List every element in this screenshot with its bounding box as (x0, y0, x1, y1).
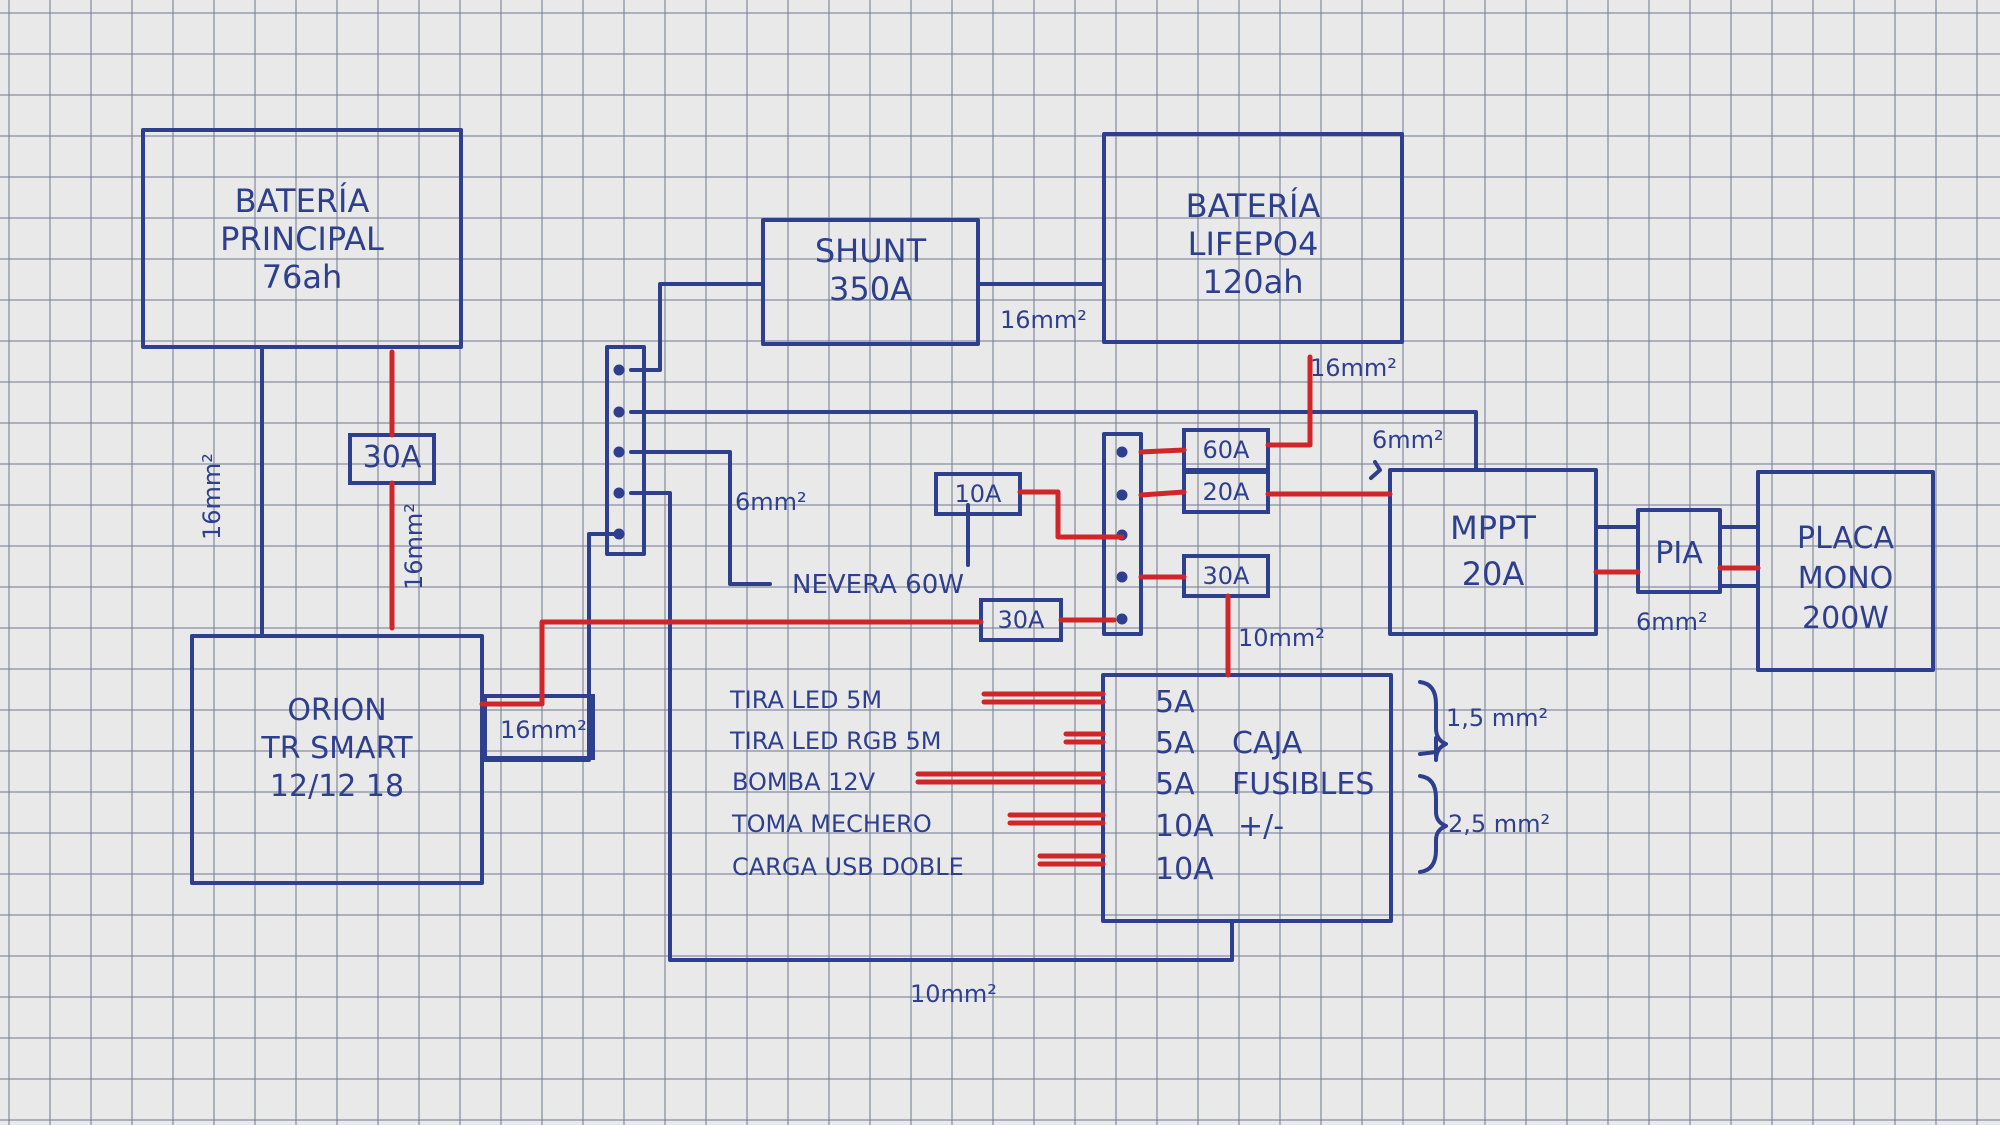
orion-line2: TR SMART (261, 731, 413, 766)
fuse-30a-main-label: 30A (362, 440, 422, 475)
fusebox-fuse-1: 5A (1155, 685, 1195, 720)
bateria-principal-label: BATERÍA PRINCIPAL 76ah (143, 185, 461, 293)
wire-label-1-5: 1,5 mm² (1446, 704, 1549, 732)
fusebox-fuse-4: 10A (1155, 809, 1214, 844)
load-carga-usb: CARGA USB DOBLE (732, 853, 964, 881)
wire-label-10-bottom: 10mm² (910, 980, 997, 1008)
orion-line1: ORION (287, 693, 387, 728)
fuse-30a-right-label: 30A (1202, 562, 1250, 590)
fusebox-caja: CAJA (1232, 726, 1303, 761)
orion-label: ORION TR SMART 12/12 18 (192, 696, 482, 802)
load-toma-mechero: TOMA MECHERO (732, 810, 932, 838)
fusebox-fuse-3: 5A (1155, 767, 1195, 802)
bateria-principal-line1: BATERÍA (234, 182, 370, 220)
shunt-line1: SHUNT (814, 232, 927, 270)
wire-label-16-left: 16mm² (198, 453, 226, 540)
wire-label-2-5: 2,5 mm² (1448, 810, 1551, 838)
wire-label-16-lifepo: 16mm² (1310, 354, 1397, 382)
wire-label-box-orion (483, 694, 595, 760)
fusebox-box (1101, 673, 1393, 923)
placa-box (1756, 470, 1935, 672)
mppt-box (1388, 468, 1598, 636)
bateria-lifepo4-line1: BATERÍA (1185, 187, 1321, 225)
bateria-principal-line3: 76ah (261, 258, 343, 296)
mppt-line2: 20A (1461, 555, 1525, 593)
fusebox-plus-minus: +/- (1238, 809, 1285, 844)
bateria-principal-line2: PRINCIPAL (220, 220, 384, 258)
wire-label-10-fuse: 10mm² (1238, 624, 1325, 652)
fuse-30a-bus-label: 30A (997, 606, 1045, 634)
mppt-line1: MPPT (1450, 509, 1536, 547)
wire-label-16-fuse: 16mm² (400, 503, 428, 590)
shunt-line2: 350A (829, 270, 912, 308)
load-nevera: NEVERA 60W (792, 570, 964, 600)
fusebox-fuse-2: 5A (1155, 726, 1195, 761)
load-tira-led: TIRA LED 5M (730, 686, 883, 714)
wire-label-6-mppt: 6mm² (1372, 426, 1444, 454)
bateria-lifepo4-line2: LIFEPO4 (1187, 225, 1319, 263)
wire-label-6-a: 6mm² (735, 488, 807, 516)
wire-label-6-pia: 6mm² (1636, 608, 1708, 636)
load-bomba: BOMBA 12V (732, 768, 876, 796)
positive-busbar (1102, 432, 1143, 636)
shunt-label: SHUNT 350A (763, 235, 978, 305)
placa-line3: 200W (1802, 601, 1889, 636)
fuse-10a-label: 10A (954, 480, 1002, 508)
placa-line2: MONO (1797, 561, 1894, 596)
wire-label-16-orion: 16mm² (500, 716, 587, 744)
bateria-lifepo4-line3: 120ah (1202, 263, 1304, 301)
placa-line1: PLACA (1797, 521, 1894, 556)
bateria-lifepo4-label: BATERÍA LIFEPO4 120ah (1104, 190, 1402, 298)
bateria-principal-box (141, 128, 463, 349)
placa-label: PLACA MONO 200W (1758, 524, 1933, 634)
fusebox-fuse-5: 10A (1155, 852, 1214, 887)
orion-line3: 12/12 18 (269, 769, 405, 804)
load-tira-led-rgb: TIRA LED RGB 5M (730, 727, 942, 755)
wire-label-16-shunt: 16mm² (1000, 306, 1087, 334)
pia-label: PIA (1655, 536, 1703, 571)
mppt-label: MPPT 20A (1390, 512, 1596, 590)
fusebox-fusibles: FUSIBLES (1232, 767, 1375, 802)
pia-box (1636, 508, 1722, 594)
bateria-lifepo4-box (1102, 132, 1404, 344)
fuse-20a-label: 20A (1202, 478, 1250, 506)
fuse-60a-label: 60A (1202, 436, 1250, 464)
